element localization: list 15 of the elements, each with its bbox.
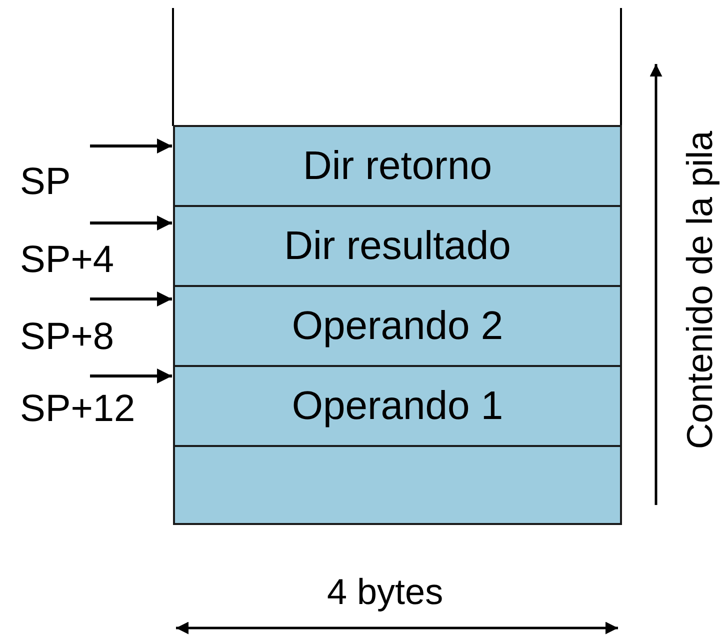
arrow xyxy=(90,368,172,384)
arrow xyxy=(90,138,172,154)
stack-slot: Operando 2 xyxy=(173,285,622,367)
stack-slot: Dir retorno xyxy=(173,125,622,207)
pointer-label: SP+8 xyxy=(20,298,165,356)
pointer-label: SP+4 xyxy=(20,222,165,279)
pointer-label: SP+12 xyxy=(20,375,165,428)
axis-label: Contenido de la pila xyxy=(679,130,722,450)
stack-slot xyxy=(173,445,622,525)
arrow xyxy=(90,292,172,306)
stack-slot: Dir resultado xyxy=(173,205,622,287)
stack-slot: Operando 1 xyxy=(173,365,622,447)
pointer-label: SP xyxy=(20,145,165,201)
arrow xyxy=(90,216,172,230)
dimension-label: 4 bytes xyxy=(327,571,444,613)
